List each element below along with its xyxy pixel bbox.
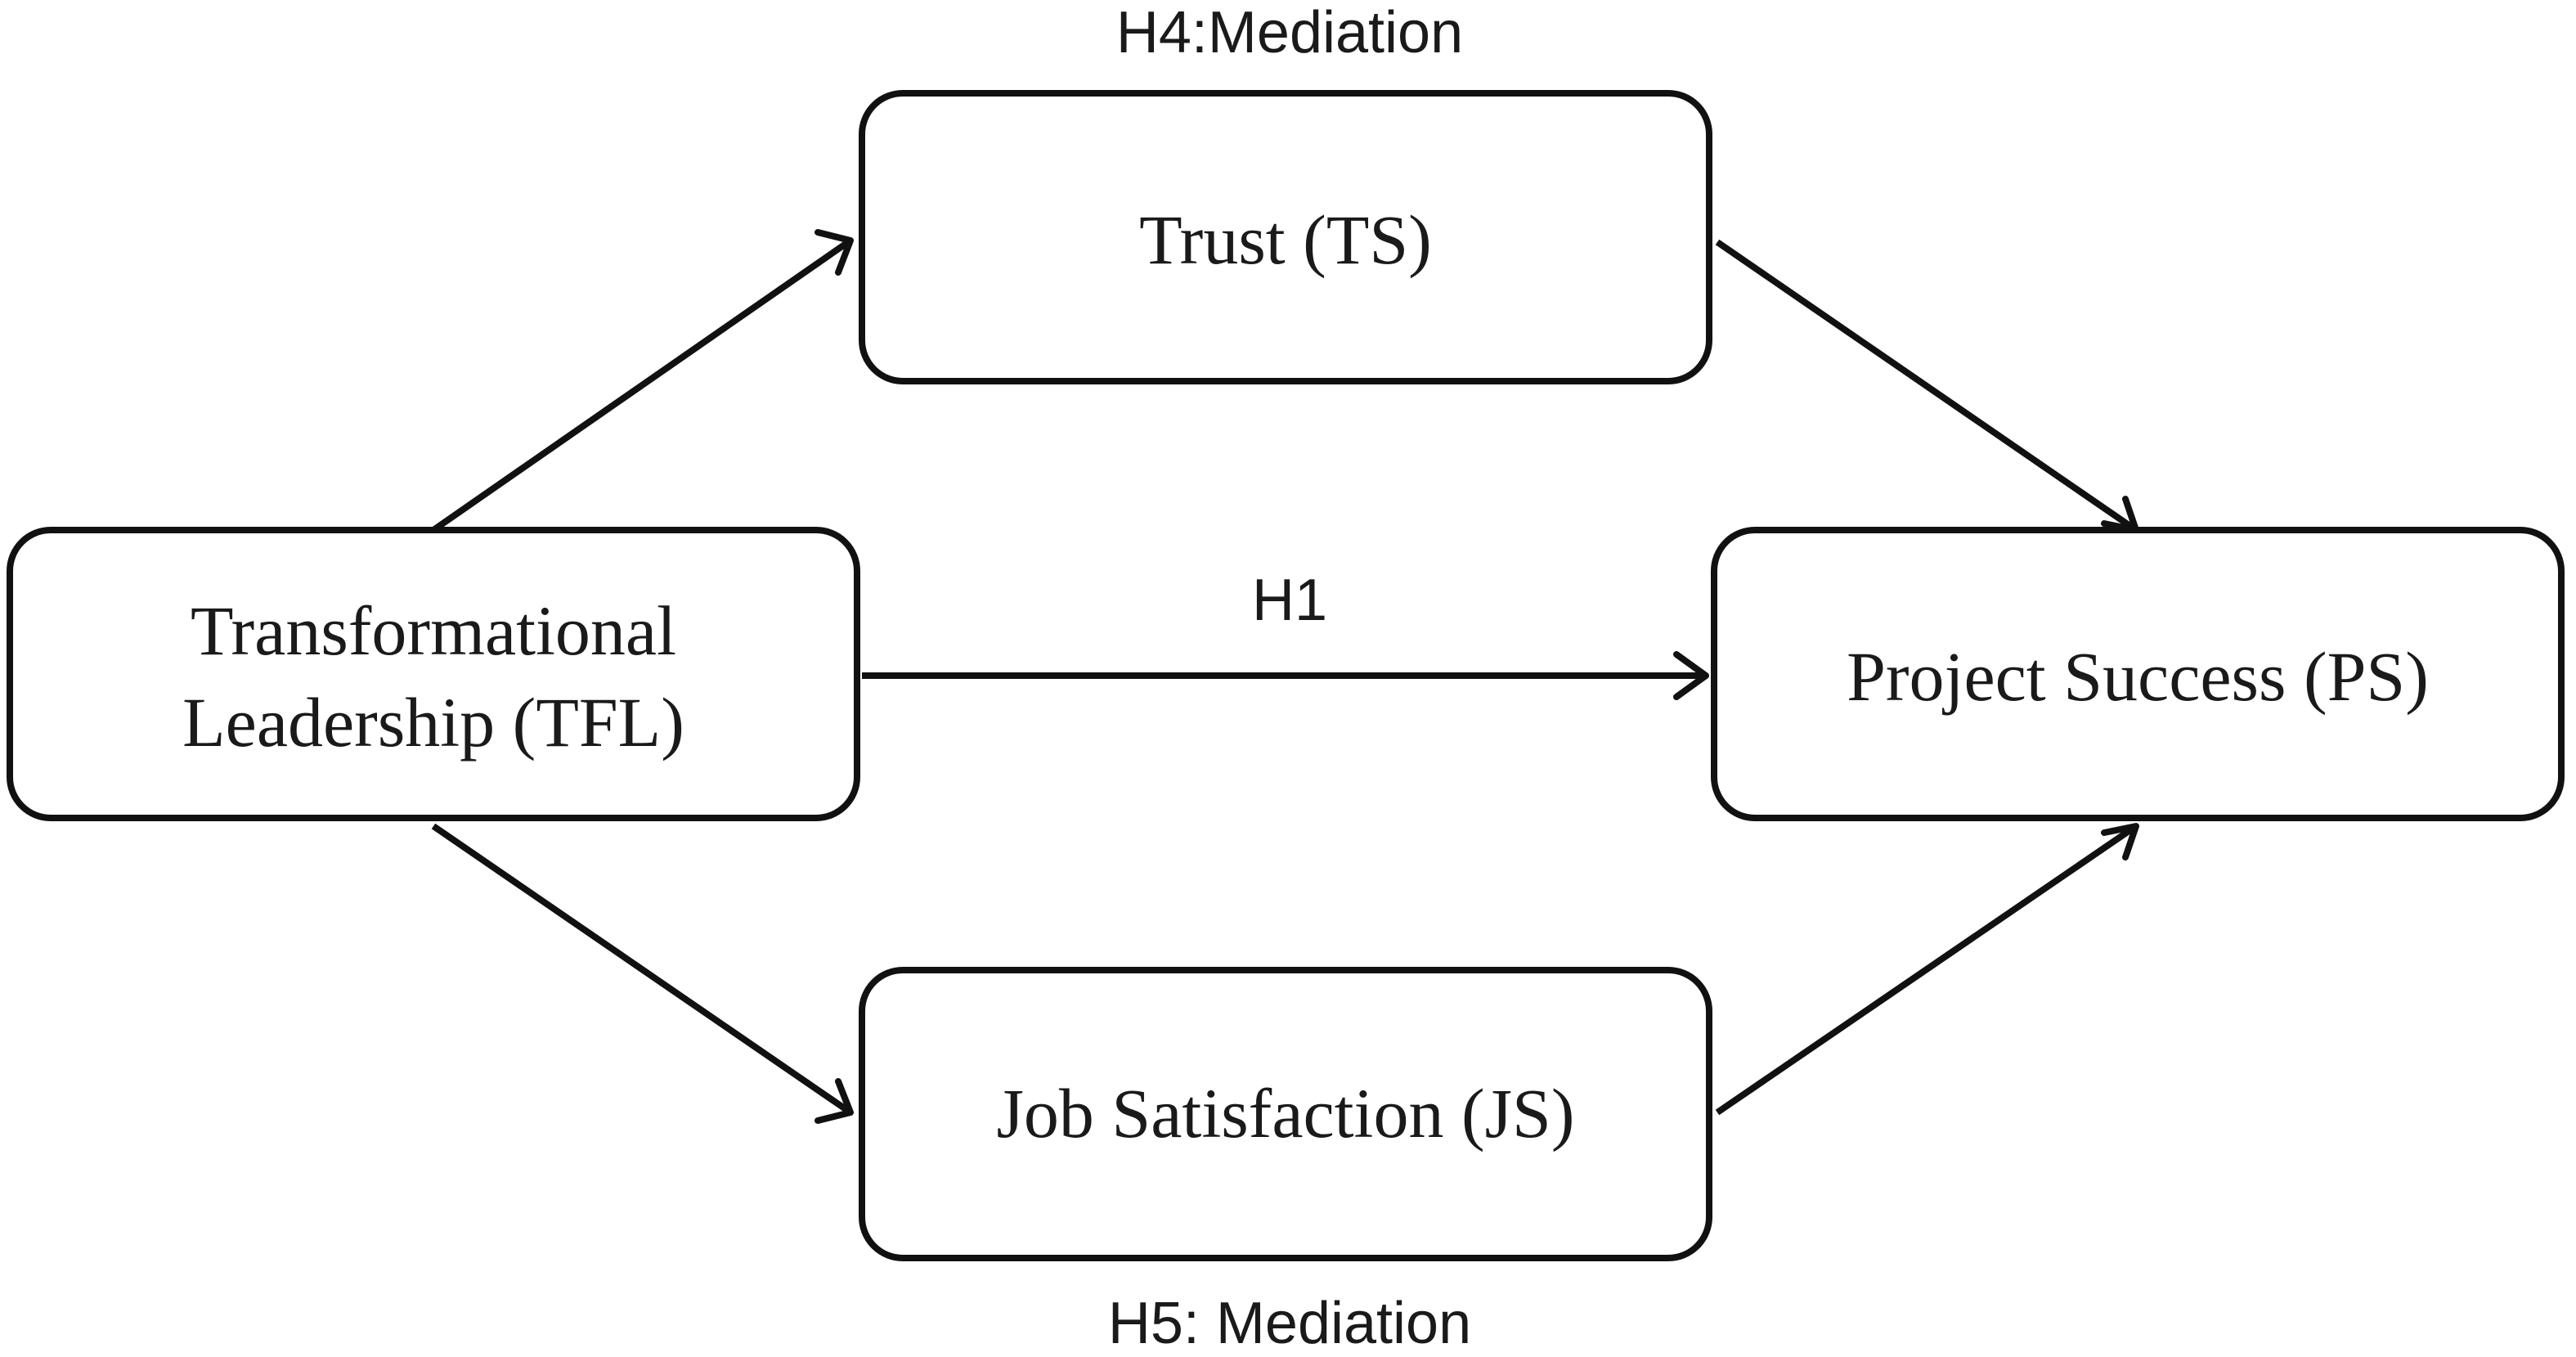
edge-js-to-ps xyxy=(1715,823,2139,1116)
edge-tfl-to-ps xyxy=(862,651,1709,700)
node-project-success: Project Success (PS) xyxy=(1711,527,2565,821)
node-js-label: Job Satisfaction (JS) xyxy=(996,1074,1574,1153)
h1-label: H1 xyxy=(1252,568,1327,633)
edge-tfl-to-trust xyxy=(431,229,854,533)
node-ps-label: Project Success (PS) xyxy=(1847,637,2429,716)
edge-tfl-to-js xyxy=(431,823,854,1124)
h5-mediation-label: H5: Mediation xyxy=(1108,1291,1471,1356)
edge-trust-to-ps xyxy=(1715,239,2139,533)
node-tfl-label-line2: Leadership (TFL) xyxy=(182,683,684,762)
node-trust: Trust (TS) xyxy=(859,90,1712,384)
h4-mediation-label: H4:Mediation xyxy=(1116,0,1463,65)
node-tfl: Transformational Leadership (TFL) xyxy=(7,527,860,821)
node-tfl-label-line1: Transformational xyxy=(191,591,676,670)
node-job-satisfaction: Job Satisfaction (JS) xyxy=(859,967,1712,1261)
node-trust-label: Trust (TS) xyxy=(1139,200,1432,279)
